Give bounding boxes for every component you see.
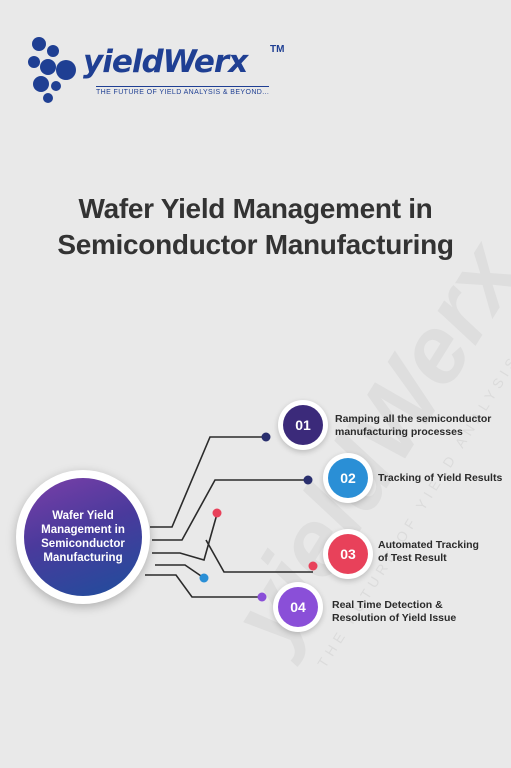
item-label-02: Tracking of Yield Results (378, 472, 503, 484)
badge-03: 03 (328, 534, 368, 574)
connector-dot-04 (257, 592, 267, 602)
connector-line-01 (150, 436, 266, 528)
badge-04: 04 (278, 587, 318, 627)
connector-line-02 (152, 479, 308, 541)
hub-label: Wafer Yield Management in Semiconductor … (41, 510, 125, 564)
item-label-04: Real Time Detection & Resolution of Yiel… (332, 599, 457, 624)
yieldwerx-logo: yieldWerx TM THE FUTURE OF YIELD ANALYSI… (26, 34, 296, 104)
page-title-line-2: Semiconductor Manufacturing (57, 229, 454, 260)
item-label-01: Ramping all the semiconductor manufactur… (335, 413, 492, 438)
connector-dot-03 (308, 561, 318, 571)
connector-line-03 (205, 539, 313, 573)
logo-trademark: TM (270, 44, 285, 55)
connector-dot-02 (303, 475, 313, 485)
hub-circle: Wafer Yield Management in Semiconductor … (24, 478, 142, 596)
badge-01: 01 (283, 405, 323, 445)
item-label-03: Automated Tracking of Test Result (378, 539, 479, 564)
logo-wordmark: yieldWerx (83, 44, 248, 80)
connector-line-blue-lower (155, 564, 205, 579)
connector-dot-red-upper (212, 508, 222, 518)
page-title-line-1: Wafer Yield Management in (78, 193, 433, 224)
logo-tagline: THE FUTURE OF YIELD ANALYSIS & BEYOND... (96, 86, 270, 96)
connector-dot-blue-lower (199, 573, 209, 583)
connector-line-04 (145, 574, 262, 598)
connector-dot-01 (261, 432, 271, 442)
connector-line-red-upper (152, 513, 218, 561)
badge-02: 02 (328, 458, 368, 498)
logo-circles-icon (28, 37, 76, 103)
